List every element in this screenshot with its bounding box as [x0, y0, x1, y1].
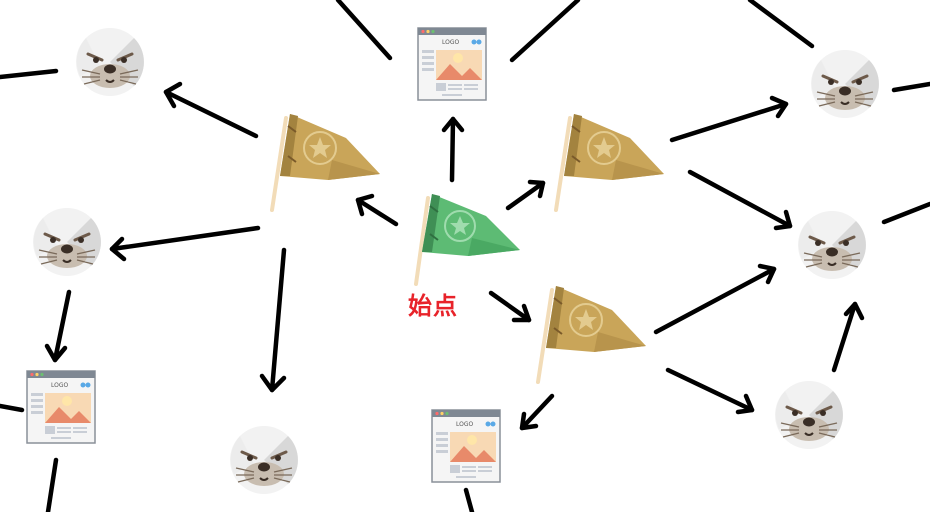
webpage-thumbnail-icon [417, 27, 487, 101]
start-label: 始点 [408, 292, 458, 320]
seal-face-icon [796, 209, 868, 281]
arrow [669, 95, 789, 143]
webpage-thumbnail-icon [431, 409, 501, 483]
seal-face-icon [809, 48, 881, 120]
seal-face-icon [74, 26, 146, 98]
connector-line [45, 457, 59, 512]
seal-face-icon [228, 424, 300, 496]
connector-line [747, 0, 815, 49]
gold-flag-icon [554, 112, 666, 212]
arrow [505, 179, 546, 211]
connector-line [891, 81, 930, 93]
connector-line [335, 0, 393, 61]
gold-flag-icon [270, 112, 382, 212]
arrow [665, 367, 755, 415]
seal-face-icon [31, 206, 103, 278]
seal-face-icon [773, 379, 845, 451]
arrow [163, 81, 259, 139]
arrow [355, 193, 399, 227]
arrow [44, 289, 72, 363]
connector-line [463, 487, 475, 512]
arrows [44, 81, 865, 431]
arrow [687, 169, 793, 231]
connector-line [0, 68, 59, 80]
connector-line [509, 0, 581, 63]
green-flag-icon [414, 192, 522, 286]
arrow [259, 247, 287, 393]
arrow [109, 225, 261, 262]
connector-line [881, 201, 930, 225]
connector-line [0, 403, 25, 413]
arrow [831, 301, 865, 373]
webpage-thumbnail-icon [26, 370, 96, 444]
arrow [519, 393, 555, 431]
arrow [488, 290, 532, 323]
gold-flag-icon [536, 284, 648, 384]
arrow [653, 263, 777, 335]
arrow [441, 116, 465, 183]
